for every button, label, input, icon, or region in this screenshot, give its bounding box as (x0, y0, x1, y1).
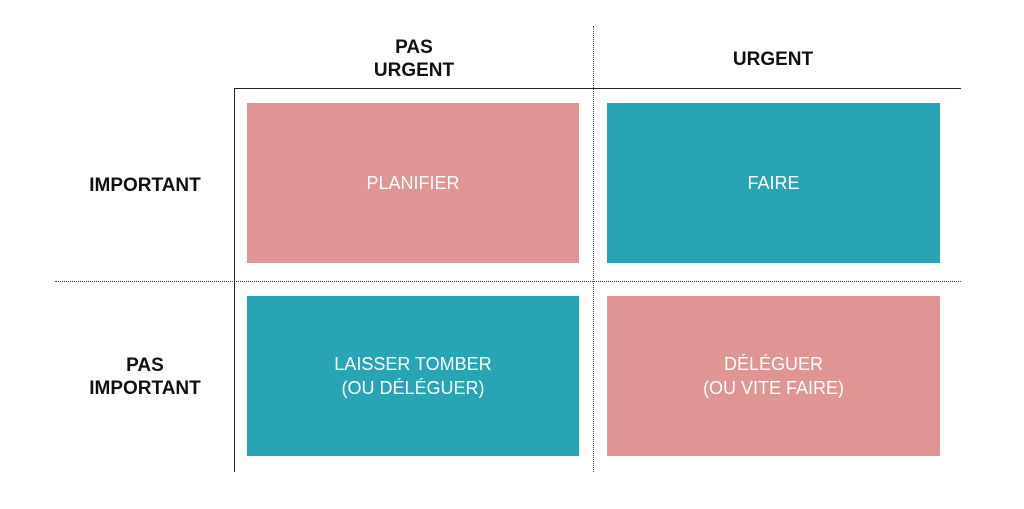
axis-line-horizontal (234, 88, 961, 89)
divider-dotted-vertical (593, 26, 594, 472)
column-header-not-urgent: PAS URGENT (373, 37, 455, 81)
axis-line-vertical (234, 88, 235, 472)
column-header-urgent: URGENT (732, 48, 814, 70)
quadrant-not-important-urgent: DÉLÉGUER (OU VITE FAIRE) (607, 296, 940, 456)
row-header-not-important: PAS IMPORTANT (89, 355, 201, 399)
divider-dotted-horizontal (55, 281, 961, 282)
row-header-important: IMPORTANT (89, 174, 201, 196)
quadrant-important-urgent: FAIRE (607, 103, 940, 263)
quadrant-important-not-urgent: PLANIFIER (247, 103, 579, 263)
quadrant-not-important-not-urgent: LAISSER TOMBER (OU DÉLÉGUER) (247, 296, 579, 456)
